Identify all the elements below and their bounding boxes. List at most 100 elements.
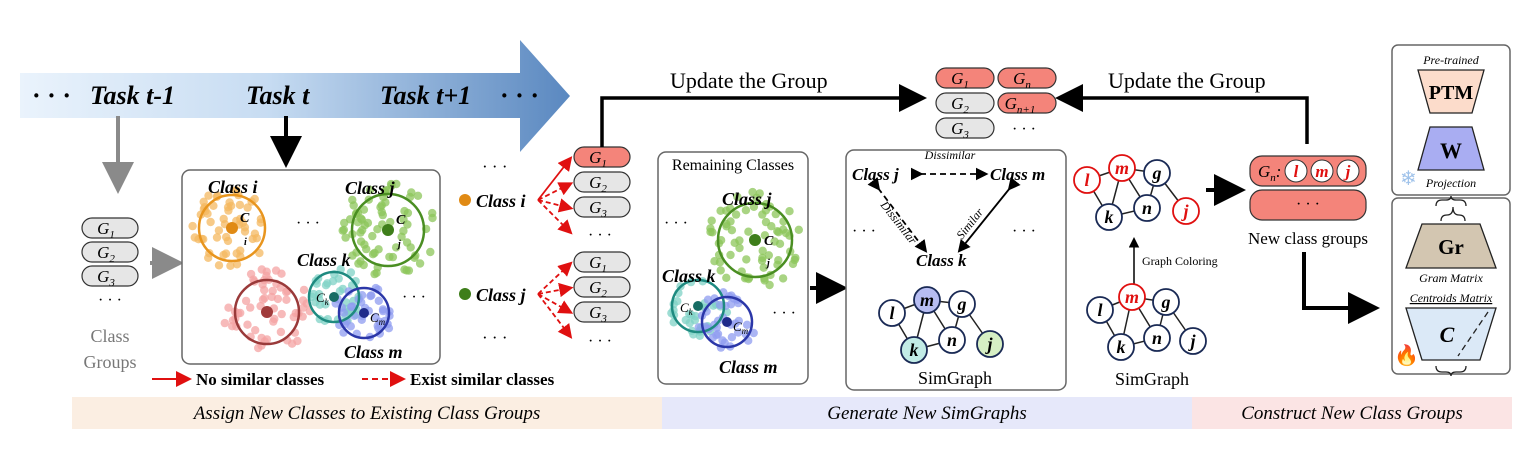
svg-text:· · ·: · · · — [1012, 121, 1036, 138]
svg-text:G1: G1 — [589, 148, 607, 170]
graph-node-g — [1143, 159, 1171, 187]
scatter-point — [356, 237, 366, 246]
scatter-point — [375, 317, 384, 326]
scatter-point — [778, 274, 788, 283]
scatter-point — [188, 221, 197, 231]
scatter-point — [694, 323, 703, 332]
scatter-point — [413, 191, 423, 200]
assign-bottom-dots: · · · — [482, 328, 507, 347]
svg-text:l: l — [1294, 162, 1299, 181]
scatter-point — [277, 309, 286, 319]
class-groups-left: G1 G2 G3 · · · Class Groups — [81, 217, 139, 372]
brace-top-icon — [1440, 206, 1466, 222]
centroids-matrix-label: Centroids Matrix — [1410, 291, 1493, 305]
scatter-point — [220, 318, 229, 328]
graph-node-label: k — [1105, 207, 1114, 227]
scatter-point — [691, 311, 700, 321]
scatter-point — [722, 222, 731, 231]
scatter-point — [731, 210, 741, 219]
scatter-point — [755, 189, 764, 198]
ci-label: C — [240, 211, 250, 226]
scatter-point — [722, 273, 731, 282]
rem-class-j: Class j — [722, 189, 773, 209]
scatter-point — [428, 213, 437, 223]
scatter-point — [764, 251, 773, 260]
lg-g1: G1 — [97, 219, 115, 241]
graph-node-m — [913, 286, 941, 314]
scatter-point — [726, 250, 735, 260]
scatter-point — [246, 303, 255, 312]
scatter-point — [260, 285, 269, 295]
scatter-point — [368, 231, 377, 241]
scatter-point — [260, 293, 269, 303]
scatter-point — [356, 228, 365, 237]
rem-class-k: Class k — [662, 266, 716, 286]
scatter-point — [232, 249, 241, 258]
graph-node-k — [1107, 333, 1135, 361]
task-cur-label: Task t — [246, 81, 310, 110]
scatter-point — [731, 319, 740, 328]
label-class-j: Class j — [345, 178, 396, 198]
sg-m-k-edge — [957, 177, 1021, 253]
scatter-point — [257, 265, 266, 274]
graph-node-label: k — [910, 340, 919, 360]
ci-sub: i — [244, 237, 247, 248]
label-class-k: Class k — [297, 250, 351, 270]
svg-text:G2: G2 — [951, 94, 969, 116]
cj-label: C — [396, 213, 406, 228]
remaining-title: Remaining Classes — [672, 157, 794, 174]
bar-generate-bg — [662, 397, 1192, 429]
scatter-point — [206, 217, 215, 227]
scatter-point — [340, 218, 349, 228]
ptm-label: PTM — [1429, 82, 1474, 104]
graph-node-j — [1179, 327, 1207, 355]
scatter-point — [223, 203, 233, 212]
scatter-point — [400, 206, 409, 216]
scatter-point — [411, 251, 420, 260]
rem-circle-k — [670, 278, 726, 334]
scatter-point — [760, 231, 770, 240]
scatter-point — [256, 218, 265, 227]
graph-node-k — [1095, 203, 1123, 231]
graph-node-n — [1143, 324, 1171, 352]
pretrained-label: Pre-trained — [1422, 53, 1480, 67]
sg-j-k-edge — [867, 177, 928, 253]
scatter-point — [243, 320, 252, 329]
scatter-point — [385, 252, 394, 262]
scatter-point — [362, 244, 371, 254]
circle-class-i — [197, 193, 267, 263]
scatter-point — [226, 261, 235, 270]
cluster-dots-2: · · · — [402, 289, 426, 306]
graph-node-label: m — [1125, 287, 1139, 307]
scatter-point — [241, 296, 251, 306]
graph-node-label: k — [1117, 337, 1126, 357]
graph-node-g — [948, 290, 976, 318]
scatter-point — [243, 203, 252, 212]
scatter-point — [758, 246, 767, 255]
graph-node-j — [976, 330, 1004, 358]
scatter-point — [734, 328, 743, 337]
scatter-point — [703, 295, 713, 304]
scatter-point — [760, 276, 769, 285]
scatter-point — [346, 322, 355, 331]
scatter-point — [228, 322, 237, 331]
scatter-point — [219, 214, 228, 224]
scatter-point — [767, 222, 776, 231]
w-label: W — [1440, 138, 1462, 163]
legend-exist-similar: Exist similar classes — [410, 370, 555, 389]
svg-text:G1: G1 — [589, 253, 607, 275]
scatter-point — [282, 295, 291, 304]
scatter-point — [321, 281, 331, 290]
scatter-point — [204, 191, 213, 200]
group-list-j: G1 G2 G3 · · · — [573, 251, 631, 350]
scatter-point — [359, 205, 369, 214]
new-groups-label: New class groups — [1248, 229, 1368, 248]
scatter-point — [299, 285, 309, 295]
sg-dots-left: · · · — [852, 223, 876, 240]
scatter-point — [221, 249, 231, 258]
scatter-point — [339, 225, 349, 234]
scatter-point — [246, 269, 256, 279]
scatter-point — [706, 227, 715, 237]
